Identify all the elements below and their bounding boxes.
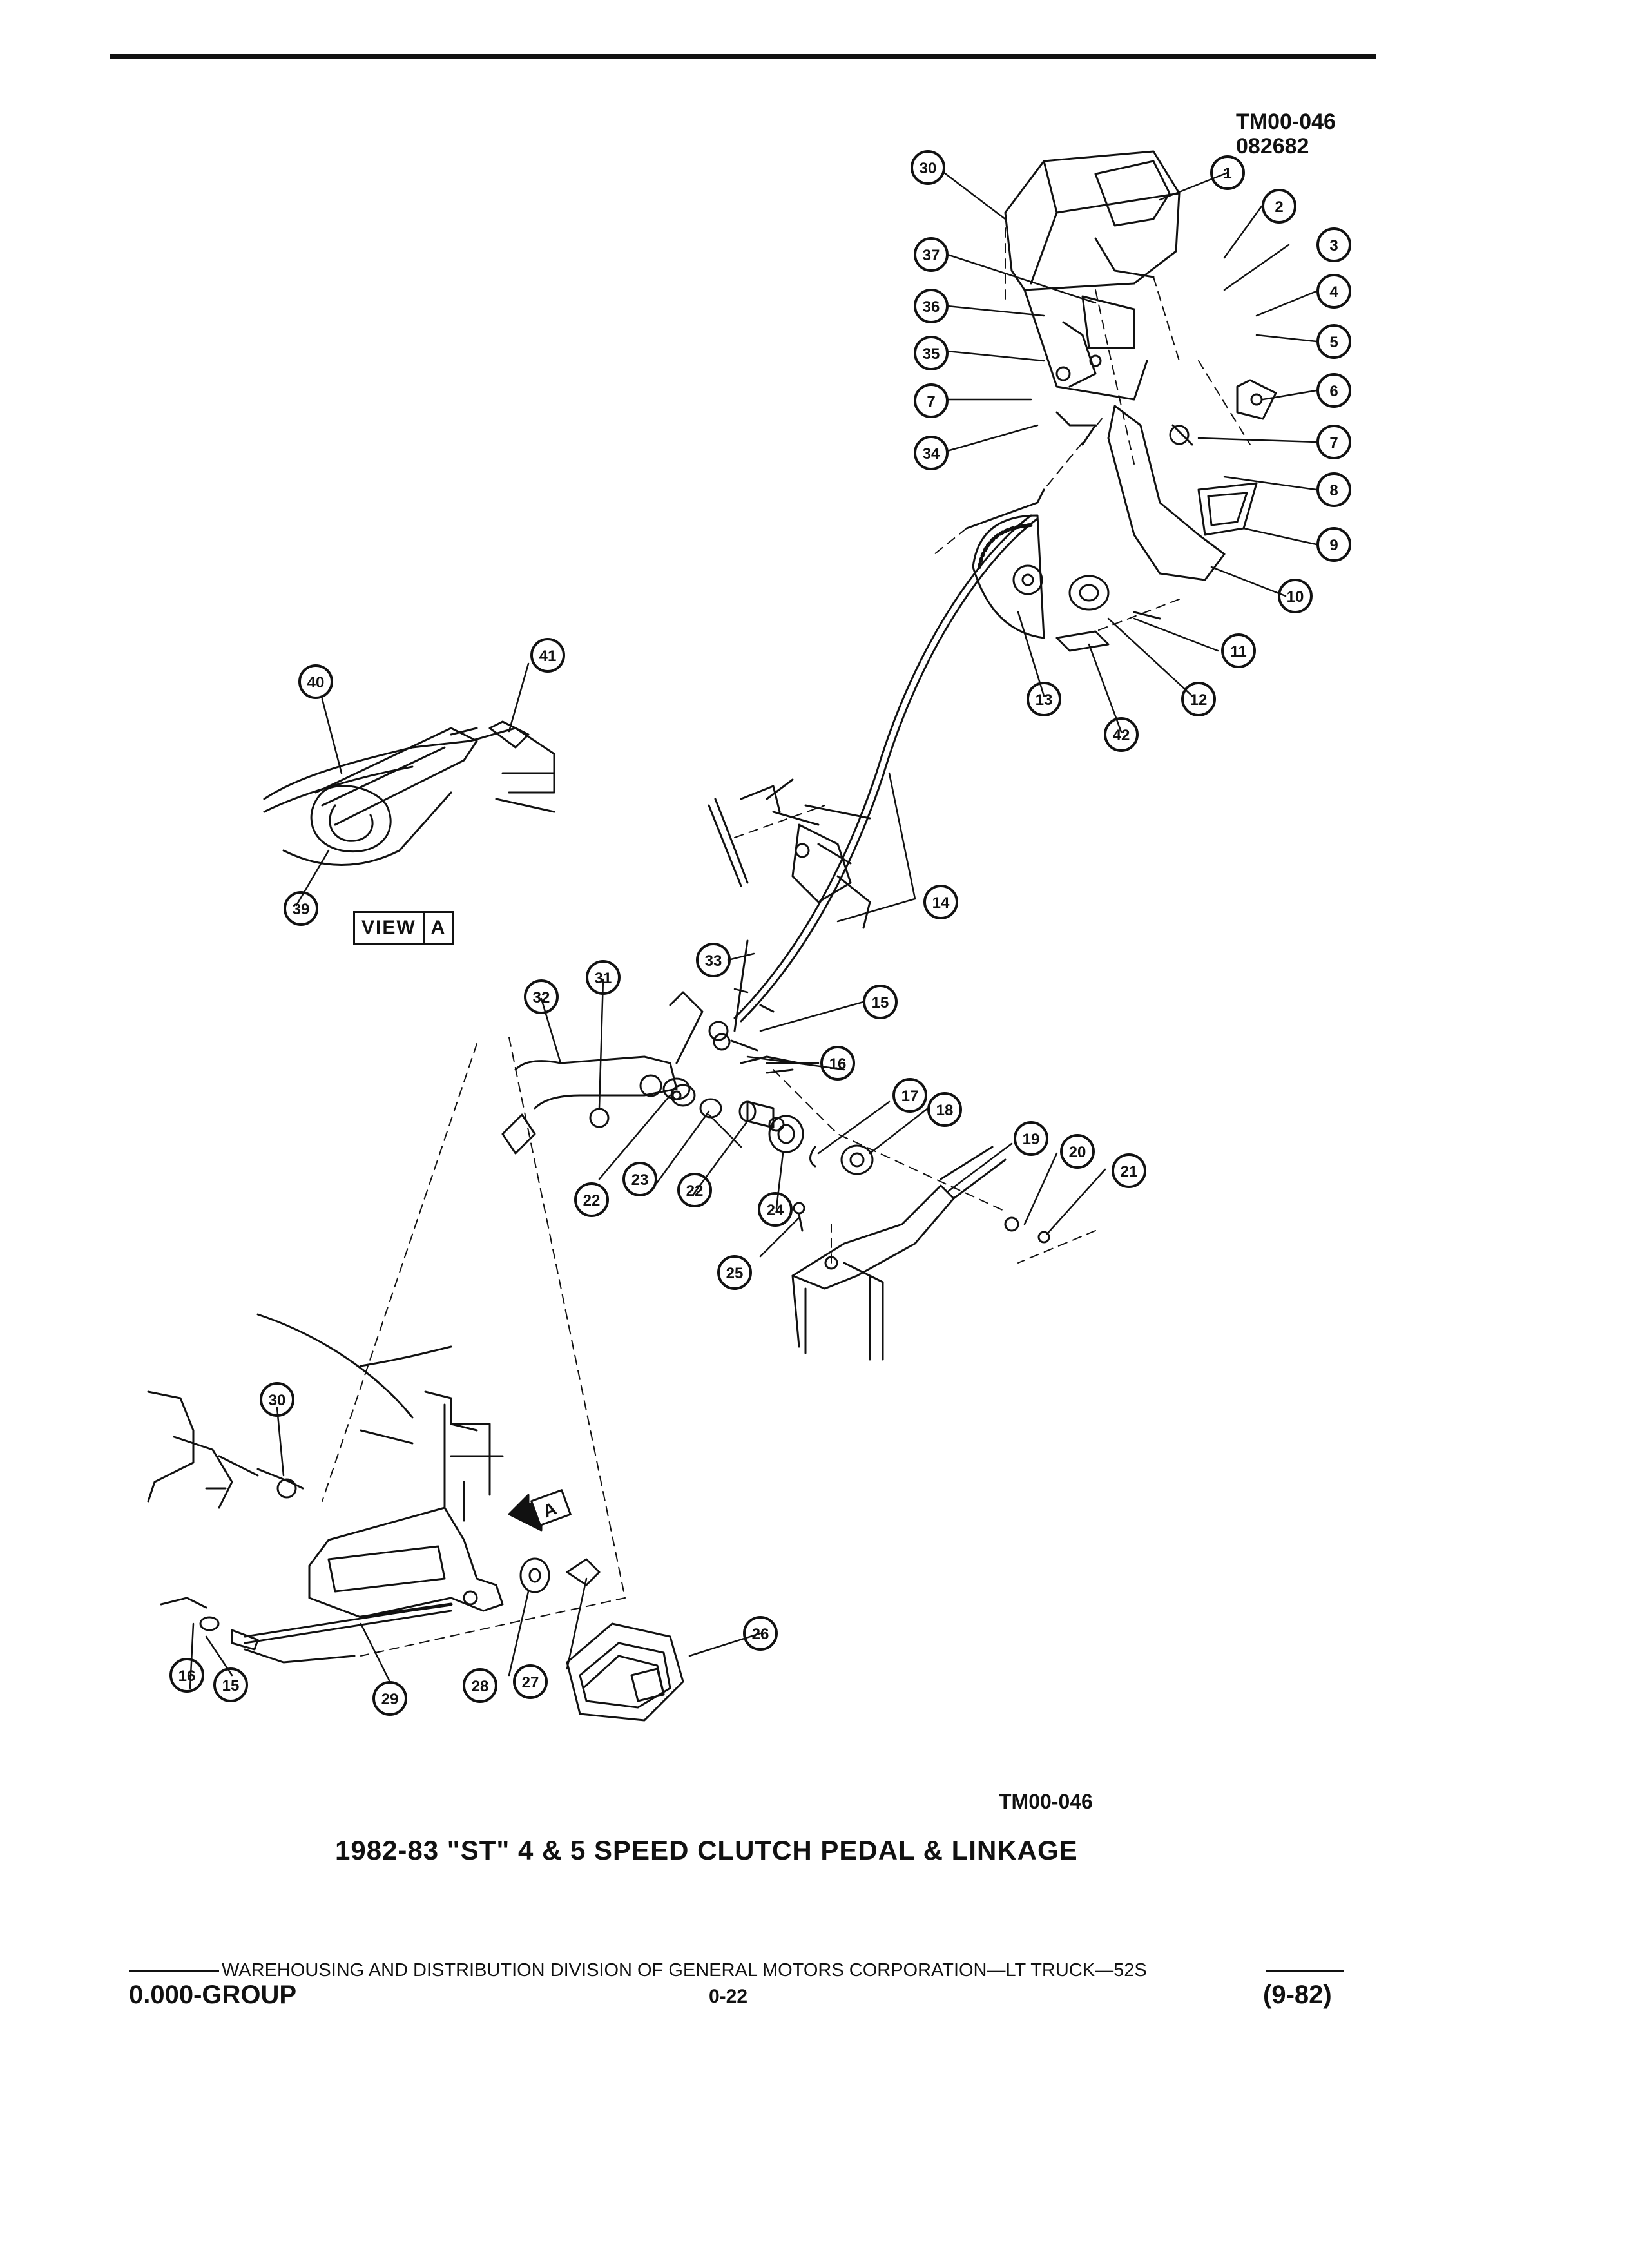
- callout-24: 24: [767, 1202, 784, 1219]
- callout-7-left: 7: [927, 393, 935, 410]
- diagram-code-header: TM00-046 082682: [1236, 110, 1336, 159]
- callout-7: 7: [1329, 434, 1338, 452]
- callout-22-b: 22: [686, 1182, 704, 1200]
- callout-3: 3: [1329, 237, 1338, 255]
- callout-10: 10: [1287, 588, 1304, 606]
- shaft-hardware-row: [589, 1004, 874, 1232]
- callout-35: 35: [923, 345, 940, 363]
- callout-22: 22: [583, 1192, 601, 1209]
- callout-4: 4: [1329, 284, 1338, 301]
- callout-5: 5: [1329, 334, 1338, 351]
- callout-12: 12: [1190, 691, 1208, 709]
- bell-housing-outline: [147, 1313, 504, 1522]
- callout-11: 11: [1230, 643, 1246, 660]
- footer-publisher-line: WAREHOUSING AND DISTRIBUTION DIVISION OF…: [129, 1960, 1147, 1981]
- diagram-code: TM00-046: [1236, 110, 1336, 134]
- callout-14: 14: [932, 894, 950, 912]
- callout-36: 36: [923, 298, 940, 316]
- pedal-pad-boot: [566, 1622, 684, 1722]
- footer-trailing-rule: [1266, 1970, 1344, 1972]
- callout-leaders: [189, 171, 1318, 1689]
- callout-30-top: 30: [920, 160, 937, 177]
- view-a-arrow: A: [508, 1489, 572, 1532]
- view-a-inset: [263, 720, 555, 866]
- footer-date: (9-82): [1263, 1981, 1332, 2009]
- callout-21: 21: [1121, 1163, 1138, 1180]
- callout-29: 29: [381, 1691, 399, 1708]
- callout-28: 28: [472, 1678, 489, 1695]
- callout-15-b: 15: [222, 1677, 240, 1695]
- callout-41: 41: [539, 648, 557, 665]
- callout-16-b: 16: [178, 1667, 196, 1685]
- callout-39: 39: [293, 901, 310, 918]
- footer-leading-rule: [129, 1970, 219, 1972]
- clutch-cable: [733, 488, 1045, 1023]
- callout-23: 23: [631, 1171, 649, 1189]
- callout-19: 19: [1023, 1131, 1040, 1148]
- callout-13: 13: [1036, 691, 1053, 709]
- top-rule: [110, 54, 1376, 59]
- callout-8: 8: [1329, 482, 1338, 499]
- footer-page-number: 0-22: [709, 1986, 748, 2007]
- callout-40: 40: [307, 674, 325, 691]
- callout-1: 1: [1223, 165, 1231, 182]
- callout-30: 30: [269, 1392, 286, 1409]
- callout-31: 31: [595, 970, 612, 987]
- callout-circles: [169, 150, 1351, 1716]
- callout-17: 17: [901, 1088, 919, 1105]
- callout-33: 33: [705, 952, 722, 970]
- footer-group: 0.000-GROUP: [129, 1981, 297, 2009]
- callout-26: 26: [752, 1626, 769, 1643]
- view-letter: A: [430, 917, 447, 938]
- pedal-bracket-assembly: [1004, 150, 1277, 581]
- callout-32: 32: [533, 989, 550, 1006]
- callout-9: 9: [1329, 537, 1338, 554]
- frame-bracket: [791, 1146, 1050, 1361]
- firewall-cable-bracket: [708, 778, 871, 1032]
- callout-2: 2: [1275, 198, 1283, 216]
- callout-37: 37: [923, 247, 940, 264]
- clutch-fork-lever: [501, 991, 729, 1155]
- callout-34: 34: [923, 445, 940, 463]
- footer-publisher: WAREHOUSING AND DISTRIBUTION DIVISION OF…: [222, 1960, 1147, 1981]
- figure-caption: 1982-83 "ST" 4 & 5 SPEED CLUTCH PEDAL & …: [335, 1835, 1078, 1865]
- view-word: VIEW: [361, 917, 416, 938]
- callout-42: 42: [1113, 727, 1130, 744]
- callout-18: 18: [936, 1102, 954, 1119]
- callout-20: 20: [1069, 1144, 1086, 1161]
- callout-27: 27: [522, 1674, 539, 1691]
- callout-15: 15: [872, 994, 889, 1012]
- lower-lever-and-rod: [160, 1468, 601, 1664]
- diagram-date-code: 082682: [1236, 134, 1309, 159]
- callout-25: 25: [726, 1265, 744, 1282]
- self-adjuster-quadrant: [972, 514, 1161, 652]
- view-box-divider: [422, 913, 425, 943]
- callout-numbers: 1 2 3 4 5 6 7 8 9 10 11 12 13 42 TM00-04…: [178, 165, 1339, 1708]
- caption-code: TM00-046: [999, 1790, 1093, 1813]
- callout-6: 6: [1329, 383, 1338, 400]
- view-a-label: VIEW A: [353, 911, 455, 945]
- dashed-guides: [322, 212, 1251, 1657]
- callout-16: 16: [829, 1055, 847, 1073]
